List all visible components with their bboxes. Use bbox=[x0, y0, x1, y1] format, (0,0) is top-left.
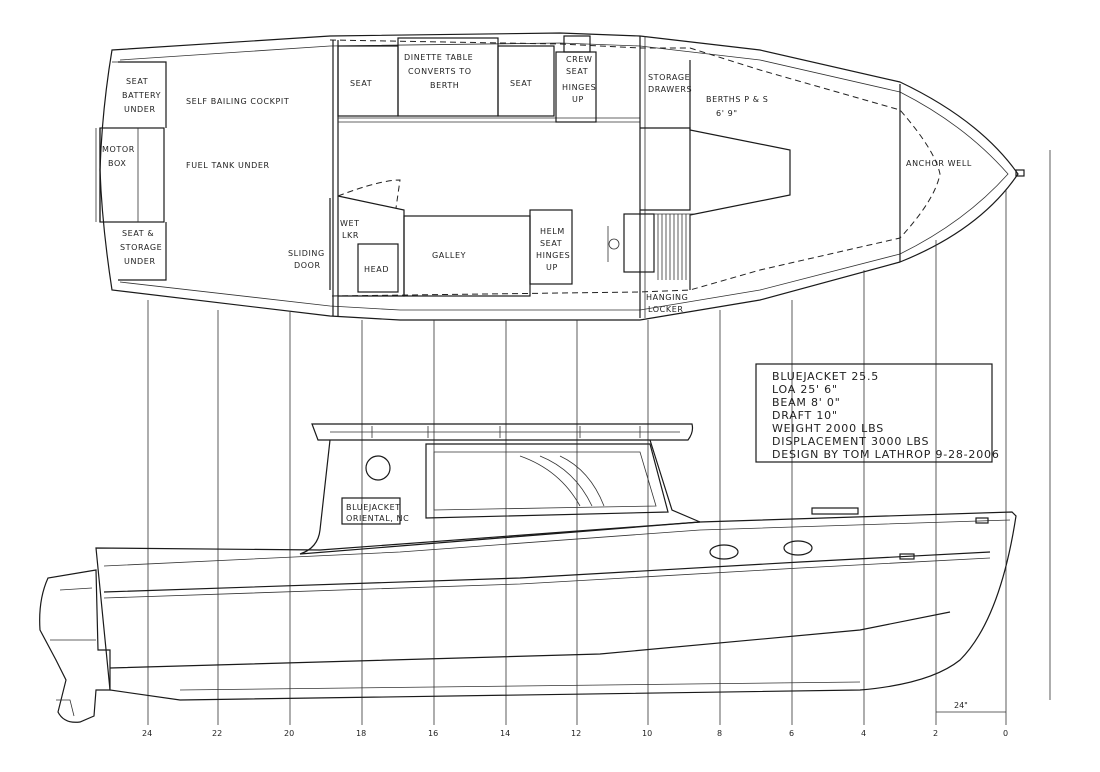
seat-battery-box bbox=[118, 61, 167, 128]
deck-hatch bbox=[811, 507, 859, 515]
plan-hull-outline bbox=[99, 32, 1019, 321]
cabin-roof bbox=[311, 423, 694, 441]
transom-plate-town: ORIENTAL, NC bbox=[346, 514, 409, 523]
seat-storage-box bbox=[118, 222, 167, 281]
vent-fitting bbox=[899, 553, 915, 560]
dinette-box bbox=[397, 37, 499, 117]
storage-drawers-block bbox=[640, 127, 691, 211]
station-2: 2 bbox=[933, 729, 938, 738]
hull-porthole-2 bbox=[783, 540, 813, 556]
station-14: 14 bbox=[500, 729, 510, 738]
profile-view: BLUEJACKET ORIENTAL, NC bbox=[39, 423, 1017, 723]
station-24: 24 bbox=[142, 729, 152, 738]
galley-box bbox=[403, 215, 531, 297]
spec-line-beam: BEAM 8' 0" bbox=[772, 396, 841, 409]
station-6: 6 bbox=[789, 729, 794, 738]
station-8: 8 bbox=[717, 729, 722, 738]
sheer-line bbox=[103, 519, 1011, 567]
spec-line-designer: DESIGN BY TOM LATHROP 9-28-2006 bbox=[772, 448, 1000, 461]
head-label: HEAD bbox=[364, 265, 389, 274]
seat-left-label: SEAT bbox=[350, 79, 372, 88]
dimension-marker: 24" bbox=[936, 701, 1006, 713]
station-numbers: 24 22 20 18 16 14 12 10 8 6 4 2 0 bbox=[142, 729, 1008, 738]
spec-line-loa: LOA 25' 6" bbox=[772, 383, 838, 396]
motor-box bbox=[99, 127, 165, 223]
self-bailing-cockpit-label: SELF BAILING COCKPIT bbox=[186, 97, 289, 106]
windshield-shade bbox=[519, 455, 605, 507]
spec-line-displacement: DISPLACEMENT 3000 LBS bbox=[772, 435, 929, 448]
keel-line bbox=[179, 681, 861, 691]
rub-rail bbox=[103, 551, 991, 593]
roof-slats bbox=[330, 426, 680, 438]
station-18: 18 bbox=[356, 729, 366, 738]
seat-right-box bbox=[497, 45, 555, 117]
bow-cleat bbox=[975, 517, 989, 524]
station-4: 4 bbox=[861, 729, 866, 738]
station-22: 22 bbox=[212, 729, 222, 738]
spec-line-weight: WEIGHT 2000 LBS bbox=[772, 422, 884, 435]
seat-right-label: SEAT bbox=[510, 79, 532, 88]
rub-rail-2 bbox=[103, 557, 991, 599]
fuel-tank-label: FUEL TANK UNDER bbox=[186, 161, 270, 170]
dimension-24-label: 24" bbox=[954, 701, 968, 710]
cabin-house bbox=[299, 439, 701, 555]
hull-porthole-1 bbox=[709, 544, 739, 560]
anchor-well-label: ANCHOR WELL bbox=[906, 159, 972, 168]
stem-fitting bbox=[1015, 169, 1025, 177]
station-lines bbox=[147, 150, 1051, 725]
spec-block: BLUEJACKET 25.5 LOA 25' 6" BEAM 8' 0" DR… bbox=[755, 363, 1000, 463]
galley-label: GALLEY bbox=[432, 251, 466, 260]
outboard-motor bbox=[39, 569, 111, 723]
station-12: 12 bbox=[571, 729, 581, 738]
profile-hull bbox=[95, 511, 1017, 701]
chine-line bbox=[109, 611, 951, 669]
helm-wheel-hub bbox=[608, 238, 620, 250]
cabin-porthole bbox=[365, 455, 391, 481]
hanging-locker-hatch bbox=[654, 213, 694, 280]
transom-plate bbox=[341, 497, 401, 525]
spec-line-model: BLUEJACKET 25.5 bbox=[772, 370, 879, 383]
helm-seat-box bbox=[529, 209, 573, 285]
plan-hull-inner bbox=[119, 42, 1009, 311]
spec-box bbox=[755, 363, 993, 463]
head-box bbox=[357, 243, 399, 293]
cabin-dashed-outline bbox=[329, 39, 941, 297]
station-10: 10 bbox=[642, 729, 652, 738]
station-20: 20 bbox=[284, 729, 294, 738]
spec-line-draft: DRAFT 10" bbox=[772, 409, 838, 422]
windshield bbox=[425, 443, 669, 519]
transom-plate-name: BLUEJACKET bbox=[346, 503, 401, 512]
sliding-door-arc bbox=[337, 179, 401, 209]
windshield-inner bbox=[433, 451, 657, 511]
helm-console bbox=[623, 213, 655, 273]
station-0: 0 bbox=[1003, 729, 1008, 738]
wet-locker-box bbox=[337, 195, 405, 297]
station-16: 16 bbox=[428, 729, 438, 738]
